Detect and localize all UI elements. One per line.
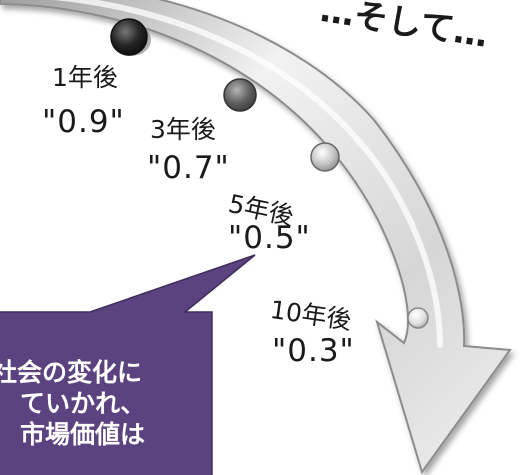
- milestone-dot-3: [310, 142, 340, 172]
- milestone-value-3: "0.5": [228, 220, 311, 256]
- callout-line-2: ていかれ、: [20, 389, 146, 418]
- milestone-dot-1: [110, 18, 151, 56]
- milestone-year-1: 1年後: [52, 63, 118, 92]
- milestone-value-4: "0.3": [272, 333, 355, 369]
- decline-arrow: [0, 0, 512, 475]
- milestone-dot-4: [407, 307, 429, 329]
- milestone-value-1: "0.9": [42, 104, 125, 140]
- milestone-year-2: 3年後: [150, 115, 216, 144]
- callout-line-3: 市場価値は: [20, 420, 146, 449]
- milestone-value-2: "0.7": [147, 150, 230, 186]
- milestone-dot-2: [223, 78, 257, 112]
- callout-bubble: [0, 254, 256, 475]
- arrow-highlight: [0, 0, 440, 345]
- callout-line-1: 社会の変化に: [0, 358, 143, 387]
